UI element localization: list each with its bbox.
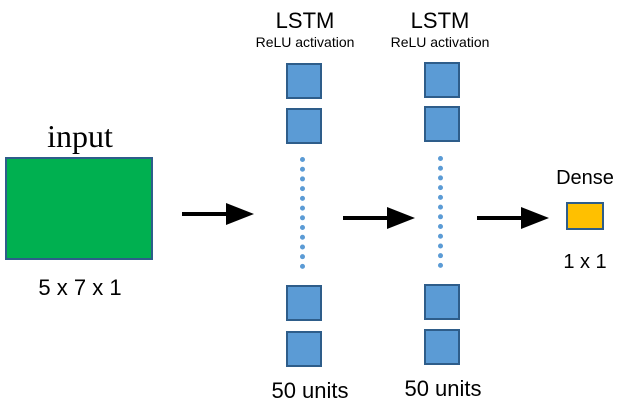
lstm1-unit xyxy=(286,285,322,321)
lstm2-activation: ReLU activation xyxy=(390,34,490,50)
lstm1-unit xyxy=(286,108,322,144)
lstm2-unit xyxy=(424,62,460,98)
input-block xyxy=(5,157,153,260)
lstm1-units-label: 50 units xyxy=(271,378,349,403)
lstm1-unit xyxy=(286,331,322,367)
lstm1-ellipsis xyxy=(300,157,305,269)
lstm2-ellipsis xyxy=(438,156,443,268)
lstm1-activation: ReLU activation xyxy=(255,34,355,50)
dense-title: Dense xyxy=(556,167,614,189)
lstm2-unit xyxy=(424,106,460,142)
dense-block xyxy=(566,202,604,230)
lstm1-unit xyxy=(286,63,322,99)
arrow-input-to-lstm1 xyxy=(182,203,254,225)
arrow-lstm2-to-dense xyxy=(477,207,549,229)
input-shape-label: 5 x 7 x 1 xyxy=(38,275,122,300)
lstm2-unit xyxy=(424,329,460,365)
lstm1-title: LSTM xyxy=(275,8,335,33)
lstm2-units-label: 50 units xyxy=(404,376,482,401)
input-title: input xyxy=(47,118,113,154)
lstm2-title: LSTM xyxy=(410,8,470,33)
lstm2-unit xyxy=(424,284,460,320)
dense-shape-label: 1 x 1 xyxy=(563,251,607,273)
arrow-lstm1-to-lstm2 xyxy=(343,207,415,229)
